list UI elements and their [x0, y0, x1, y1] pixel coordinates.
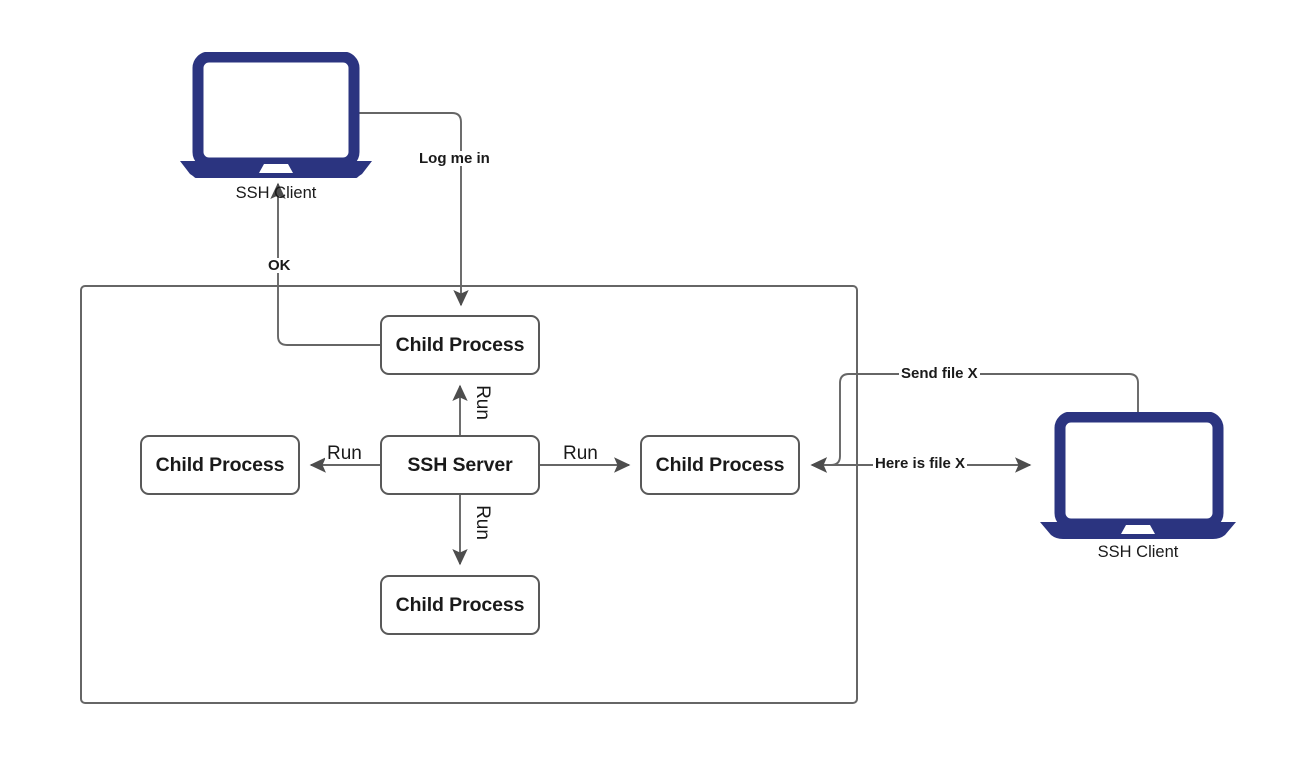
edge-label-run-down: Run — [471, 503, 493, 542]
node-label: Child Process — [395, 333, 525, 356]
edge-label-here-is-file: Here is file X — [873, 455, 968, 472]
node-label: Child Process — [155, 453, 285, 476]
edge-label-run-left: Run — [325, 443, 364, 464]
edge-label-send-file: Send file X — [899, 365, 980, 382]
ssh-server-host-boundary — [80, 285, 858, 704]
node-child-left[interactable]: Child Process — [140, 435, 300, 495]
node-child-bottom[interactable]: Child Process — [380, 575, 540, 635]
laptop-icon-client-top — [176, 51, 376, 180]
node-label: Child Process — [655, 453, 785, 476]
device-label-client-top: SSH Client — [235, 184, 317, 202]
node-label: Child Process — [395, 593, 525, 616]
node-child-right[interactable]: Child Process — [640, 435, 800, 495]
device-label-client-right: SSH Client — [1097, 543, 1179, 561]
edge-label-login-ok: OK — [266, 257, 293, 274]
laptop-icon-client-right — [1036, 411, 1240, 540]
node-child-top[interactable]: Child Process — [380, 315, 540, 375]
edge-label-login-request: Log me in — [417, 150, 492, 167]
edge-login-request — [356, 112, 469, 307]
edge-login-ok — [270, 182, 380, 346]
node-ssh-server[interactable]: SSH Server — [380, 435, 540, 495]
node-label: SSH Server — [407, 453, 513, 476]
edge-label-run-up: Run — [471, 383, 493, 422]
edge-label-run-right: Run — [561, 443, 600, 464]
